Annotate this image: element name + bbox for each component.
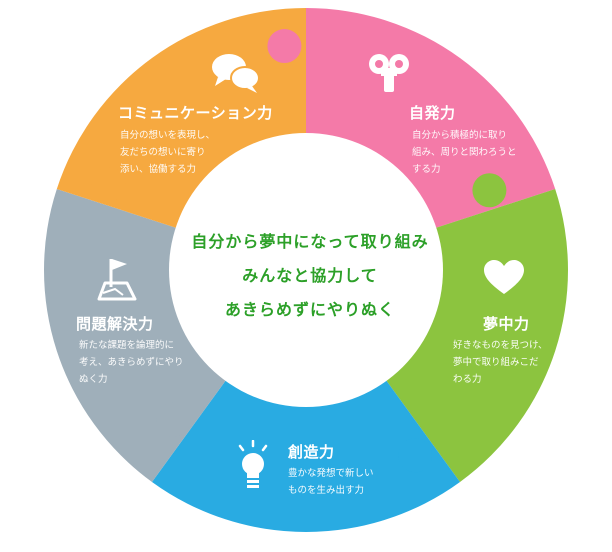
communication-title: コミュニケーション力: [118, 104, 273, 122]
independence-title: 自発力: [409, 104, 456, 122]
light-bulb-icon: [238, 440, 268, 488]
puzzle-knob: [156, 402, 191, 437]
flag-map-icon: [97, 259, 137, 301]
communication-description: 自分の想いを表現し、 友だちの想いに寄り 添い、協働する力: [120, 130, 216, 175]
speech-bubbles-icon: [212, 54, 260, 93]
problem-solving-description: 新たな課題を論理的に 考え、あきらめずにやり ぬく力: [79, 340, 184, 385]
center-text-line-3: あきらめずにやりぬく: [224, 300, 395, 319]
creativity-description: 豊かな発想で新しい ものを生み出す力: [288, 468, 374, 496]
puzzle-knob: [267, 29, 302, 64]
creativity-title: 創造力: [288, 443, 335, 461]
center-circle: [169, 133, 443, 407]
segment-independence: [306, 8, 556, 228]
key-head-icon: [369, 54, 409, 92]
heart-icon: [484, 260, 524, 294]
independence-description: 自分から積極的に取り 組み、周りと関わろうと する力: [412, 130, 517, 175]
problem-solving-title: 問題解決力: [76, 315, 154, 333]
puzzle-knob: [91, 167, 126, 202]
passion-description: 好きなものを見つけ、 夢中で取り組みこだ わる力: [453, 340, 548, 385]
segment-creativity: [152, 380, 460, 533]
segment-passion: [385, 189, 569, 482]
puzzle-knob: [472, 173, 507, 208]
center-text-line-2: みんなと協力して: [242, 266, 378, 285]
puzzle-knob: [398, 438, 433, 473]
center-text-line-1: 自分から夢中になって取り組み: [191, 232, 429, 251]
passion-title: 夢中力: [483, 315, 530, 333]
